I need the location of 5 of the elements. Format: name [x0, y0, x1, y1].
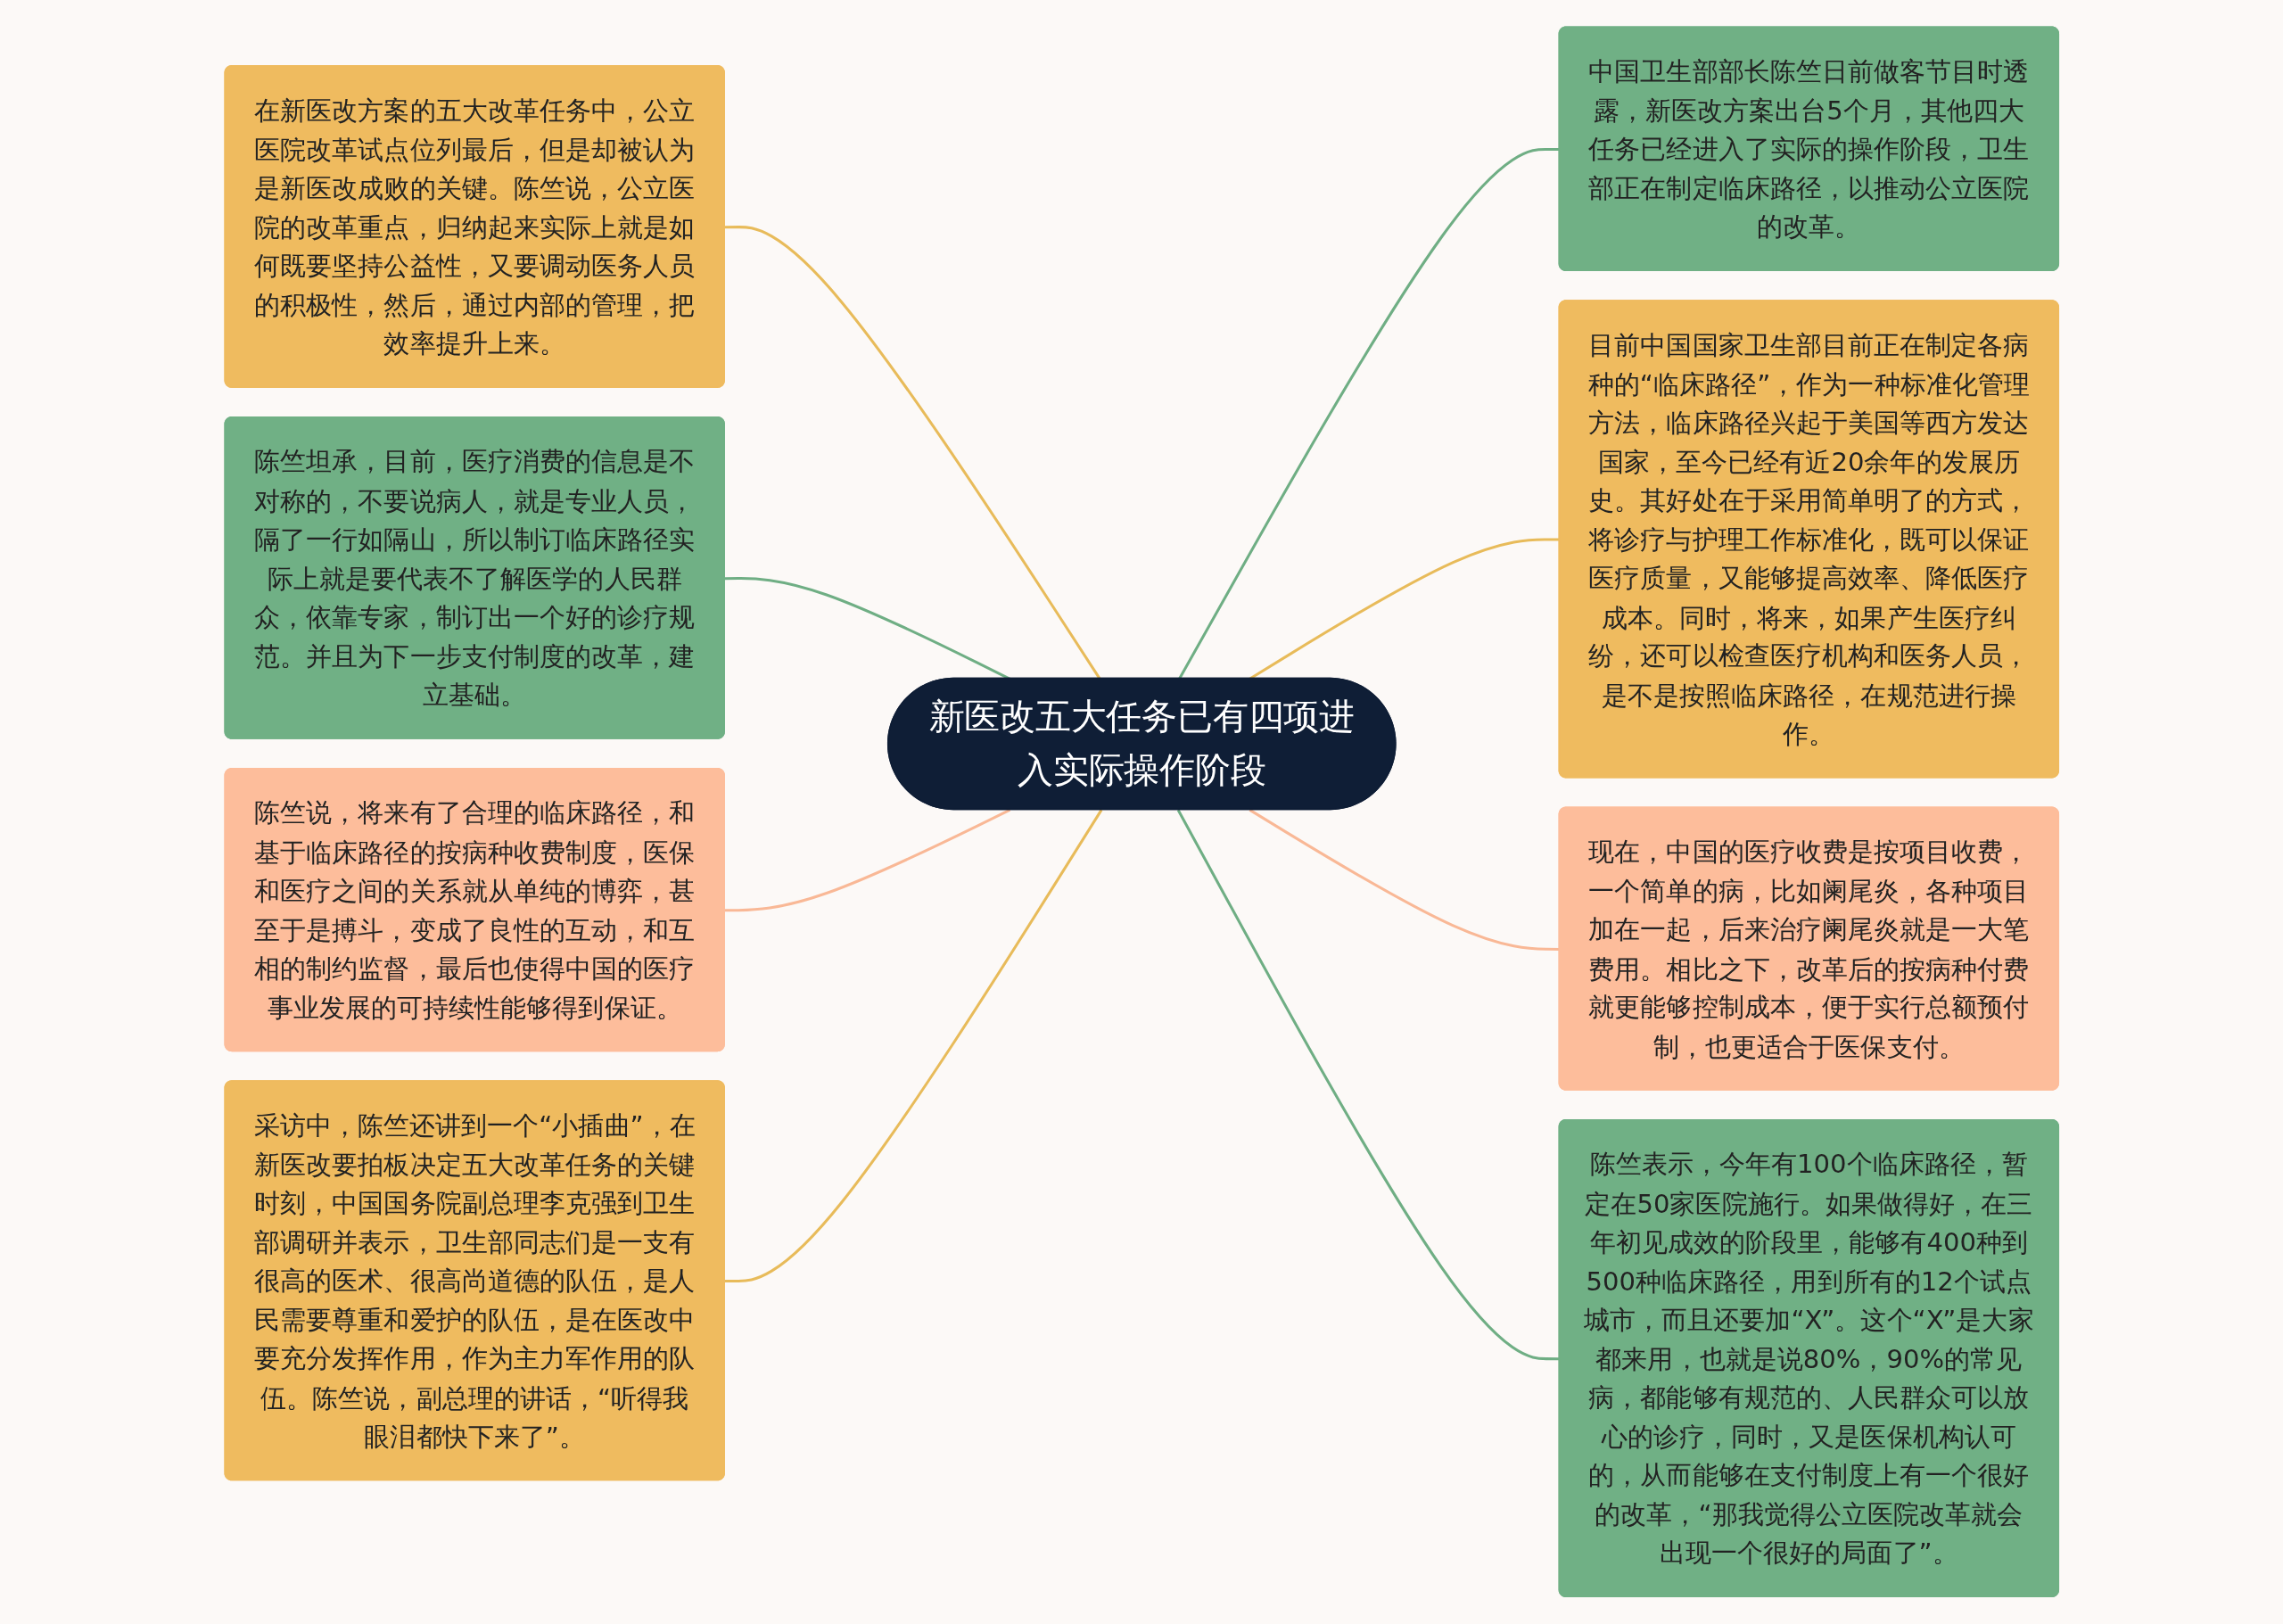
connector — [1249, 809, 1560, 952]
connector — [1176, 809, 1560, 1361]
mind-map-drawing: 新医改五大任务已有四项进入实际操作阶段 在新医改方案的五大改革任务中，公立医院改革试点位列最后，但是却被认为是新医改成败的关键。陈竺说，公立医院的改革重点，归纳起来实际上就是如何既要坚持公益性，又要调动医务人员的积极性，然后，通过内部的管理，把效率提升上来。 陈竺坦承，目前，医疗消费的信息是不对称的，不要说病人，就是专业人员，隔了一行如隔山，所以制订临床路径实际上就是要代表不了解医学的人民群众，依靠专家，制订出一个好的诊疗规范。并且为下一步支付制度的改革，建立基础。 陈竺说，将来有了合理的临床路径，和基于临床路径的按病种收费制度，医保和医疗之间的关系就从单纯的博弈，甚至于是搏斗，变成了良性的互动，和互相的制约监督，最后也使得中国的医疗事业发展的可持续性能够得到保证。 采访中，陈竺还讲到一个“小插曲”，在新医改要拍板决定五大改革任务的关键时刻，中国国务院副总理李克强到卫生部调研并表示，卫生部同志们是一支有很高的医术、很高尚道德的队伍，是人民需要尊重和爱护的队伍，是在医改中要充分发挥作用，作为主力军作用的队伍。陈竺说，副总理的讲话，“听得我眼泪都快下来了”。 中国卫生部部长陈竺日前做客节目时透露，新医改方案出台5个月，其他四大任务已经进入了实际的操作阶段，卫生部正在制定临床路径，以推动公立医院的改革。 目前中国国家卫生部目前正在制定各病种的“临床路径”，作为一种标准化管理方法，临床路径兴起于美国等西方发达国家，至今已经有近20余年的发展历史。其好处在于采用简单明了的方式，将诊疗与护理工作标准化，既可以保证医疗质量，又能够提高效率、降低医疗成本。同时，将来，如果产生医疗纠纷，还可以检查医疗机构和医务人员，是不是按照临床路径，在规范进行操作。 现在，中国的医疗收费是按项目收费，一个简单的病，比如阑尾炎，各种项目加在一起，后来治疗阑尾炎就是一大笔费用。相比之下，改革后的按病种付费就更能够控制成本，便于实行总额预付制，也更适合于医保支付。 陈竺表示，今年有100个临床路径，暂定在50家医院施行。如果做得好，在三年初见成效的阶段里，能够有400种到500种临床路径，用到所有的12个试点城市，而且还要加“X”。这个“X”是大家都来用，也就是说80%，90%的常见病，都能够有规范的、人民群众可以放心的诊疗，同时，又是医保机构认可的，从而能够在支付制度上有一个很好的改革，“那我觉得公立医院改革就会出现一个很好的局面了”。 — [213, 16, 2070, 1608]
connector — [724, 809, 1103, 1283]
connector — [724, 809, 1010, 912]
